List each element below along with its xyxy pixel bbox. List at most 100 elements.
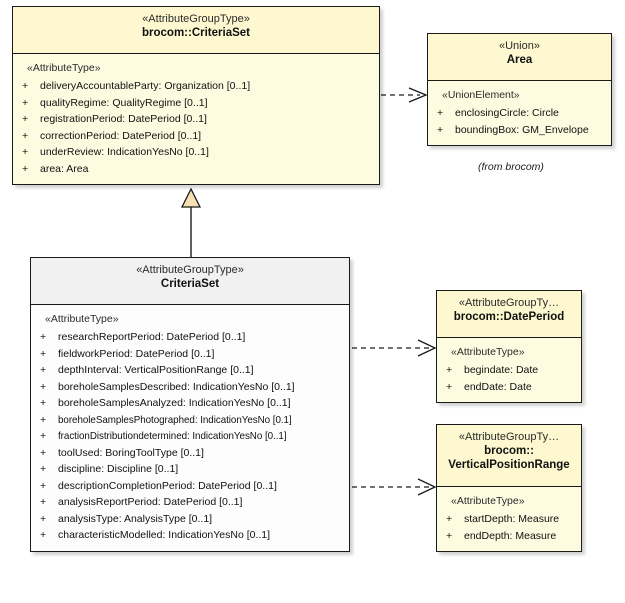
class-attribute-compartment: «UnionElement» + enclosingCircle: Circle…: [428, 81, 611, 145]
attribute-row: + boundingBox: GM_Envelope: [428, 122, 611, 139]
attribute-signature: startDepth: Measure: [464, 513, 560, 525]
attribute-visibility: +: [40, 496, 47, 508]
attribute-row: + boreholeSamplesPhotographed: Indicatio…: [31, 412, 349, 429]
attribute-signature: deliveryAccountableParty: Organization […: [40, 80, 251, 92]
attribute-visibility: +: [40, 430, 47, 442]
class-box-area[interactable]: «Union» Area «UnionElement» + enclosingC…: [427, 33, 612, 146]
class-stereotype: «Union»: [499, 40, 540, 52]
class-header: «AttributeGroupTy… brocom:: VerticalPosi…: [437, 425, 581, 487]
attribute-signature: underReview: IndicationYesNo [0..1]: [40, 146, 209, 158]
class-attribute-compartment: «AttributeType» + startDepth: Measure + …: [437, 487, 581, 551]
attribute-row: + fieldworkPeriod: DatePeriod [0..1]: [31, 346, 349, 363]
class-attribute-compartment: «AttributeType» + deliveryAccountablePar…: [13, 54, 379, 184]
attribute-signature: begindate: Date: [464, 364, 539, 376]
attribute-row: + boreholeSamplesDescribed: IndicationYe…: [31, 379, 349, 396]
connector-brocom-criteriaset-to-area[interactable]: [381, 87, 428, 103]
connector-criteriaset-to-verticalpositionrange[interactable]: [352, 478, 437, 496]
class-stereotype: «AttributeGroupTy…: [458, 297, 560, 309]
class-box-criteriaset[interactable]: «AttributeGroupType» CriteriaSet «Attrib…: [30, 257, 350, 552]
attribute-visibility: +: [22, 162, 29, 175]
attribute-visibility: +: [446, 364, 453, 376]
attribute-row: + analysisType: AnalysisType [0..1]: [31, 511, 349, 528]
attribute-row: + area: Area: [13, 161, 379, 178]
class-header: «AttributeGroupType» CriteriaSet: [31, 258, 349, 305]
attribute-row: + boreholeSamplesAnalyzed: IndicationYes…: [31, 395, 349, 412]
attribute-visibility: +: [40, 380, 47, 393]
attribute-signature: enclosingCircle: Circle: [455, 107, 559, 119]
class-header: «AttributeGroupTy… brocom::DatePeriod: [437, 291, 581, 338]
attribute-visibility: +: [22, 113, 29, 125]
attribute-signature: analysisReportPeriod: DatePeriod [0..1]: [58, 496, 243, 508]
attribute-visibility: +: [446, 529, 453, 542]
attribute-group-stereotype: «AttributeType»: [451, 346, 525, 358]
attribute-group-stereotype: «AttributeType»: [451, 495, 525, 507]
class-header: «Union» Area: [428, 34, 611, 81]
attribute-visibility: +: [40, 512, 47, 525]
package-note-from-brocom: (from brocom): [478, 161, 544, 173]
class-stereotype: «AttributeGroupType»: [142, 13, 250, 25]
class-name: CriteriaSet: [160, 278, 220, 290]
attribute-signature: correctionPeriod: DatePeriod [0..1]: [40, 129, 202, 142]
class-attribute-compartment: «AttributeType» + begindate: Date + endD…: [437, 338, 581, 402]
attribute-visibility: +: [40, 364, 47, 376]
attribute-visibility: +: [40, 331, 47, 343]
attribute-row: + deliveryAccountableParty: Organization…: [13, 78, 379, 95]
attribute-visibility: +: [40, 463, 47, 475]
attribute-signature: area: Area: [40, 162, 89, 175]
class-box-brocom-criteriaset[interactable]: «AttributeGroupType» brocom::CriteriaSet…: [12, 6, 380, 185]
attribute-visibility: +: [40, 413, 47, 426]
class-stereotype: «AttributeGroupType»: [136, 264, 244, 276]
attribute-row: + underReview: IndicationYesNo [0..1]: [13, 144, 379, 161]
attribute-visibility: +: [40, 479, 47, 492]
attribute-signature: registrationPeriod: DatePeriod [0..1]: [40, 113, 207, 125]
attribute-signature: characteristicModelled: IndicationYesNo …: [58, 529, 271, 541]
class-box-dateperiod[interactable]: «AttributeGroupTy… brocom::DatePeriod «A…: [436, 290, 582, 403]
attribute-row: + toolUsed: BoringToolType [0..1]: [31, 445, 349, 462]
attribute-visibility: +: [40, 529, 47, 541]
attribute-row: + qualityRegime: QualityRegime [0..1]: [13, 95, 379, 112]
attribute-row: + characteristicModelled: IndicationYesN…: [31, 527, 349, 544]
attribute-row: + endDepth: Measure: [437, 528, 581, 545]
attribute-visibility: +: [22, 146, 29, 158]
attribute-visibility: +: [437, 123, 444, 136]
attribute-signature: discipline: Discipline [0..1]: [58, 463, 179, 475]
class-name-line2: VerticalPositionRange: [448, 459, 570, 471]
attribute-row: + depthInterval: VerticalPositionRange […: [31, 362, 349, 379]
attribute-signature: boundingBox: GM_Envelope: [455, 123, 589, 136]
attribute-visibility: +: [22, 96, 29, 109]
attribute-group-stereotype: «AttributeType»: [45, 313, 119, 325]
attribute-signature: descriptionCompletionPeriod: DatePeriod …: [58, 479, 277, 492]
attribute-row: + discipline: Discipline [0..1]: [31, 461, 349, 478]
attribute-group-stereotype: «UnionElement»: [442, 89, 520, 101]
attribute-visibility: +: [40, 347, 47, 360]
attribute-visibility: +: [446, 513, 453, 525]
class-name: brocom::DatePeriod: [453, 311, 565, 323]
attribute-signature: analysisType: AnalysisType [0..1]: [58, 512, 213, 525]
attribute-row: + enclosingCircle: Circle: [428, 105, 611, 122]
class-name: Area: [506, 54, 533, 66]
attribute-signature: fractionDistributiondetermined: Indicati…: [58, 430, 287, 442]
class-attribute-compartment: «AttributeType» + researchReportPeriod: …: [31, 305, 349, 551]
attribute-signature: boreholeSamplesAnalyzed: IndicationYesNo…: [58, 397, 291, 409]
attribute-signature: depthInterval: VerticalPositionRange [0.…: [58, 364, 254, 376]
attribute-visibility: +: [40, 397, 47, 409]
class-name-line1: brocom::: [484, 445, 534, 457]
attribute-visibility: +: [40, 446, 47, 459]
attribute-group-stereotype: «AttributeType»: [27, 62, 101, 74]
attribute-row: + correctionPeriod: DatePeriod [0..1]: [13, 128, 379, 145]
attribute-visibility: +: [437, 107, 444, 119]
class-stereotype: «AttributeGroupTy…: [458, 431, 560, 443]
class-box-verticalpositionrange[interactable]: «AttributeGroupTy… brocom:: VerticalPosi…: [436, 424, 582, 552]
attribute-signature: endDepth: Measure: [464, 529, 557, 542]
class-header: «AttributeGroupType» brocom::CriteriaSet: [13, 7, 379, 54]
attribute-signature: boreholeSamplesPhotographed: IndicationY…: [58, 413, 292, 426]
attribute-signature: fieldworkPeriod: DatePeriod [0..1]: [58, 347, 215, 360]
connector-criteriaset-generalization[interactable]: [180, 187, 202, 257]
attribute-visibility: +: [446, 380, 453, 393]
attribute-row: + startDepth: Measure: [437, 511, 581, 528]
attribute-row: + descriptionCompletionPeriod: DatePerio…: [31, 478, 349, 495]
connector-criteriaset-to-dateperiod[interactable]: [352, 339, 437, 357]
attribute-signature: boreholeSamplesDescribed: IndicationYesN…: [58, 380, 295, 393]
attribute-row: + begindate: Date: [437, 362, 581, 379]
